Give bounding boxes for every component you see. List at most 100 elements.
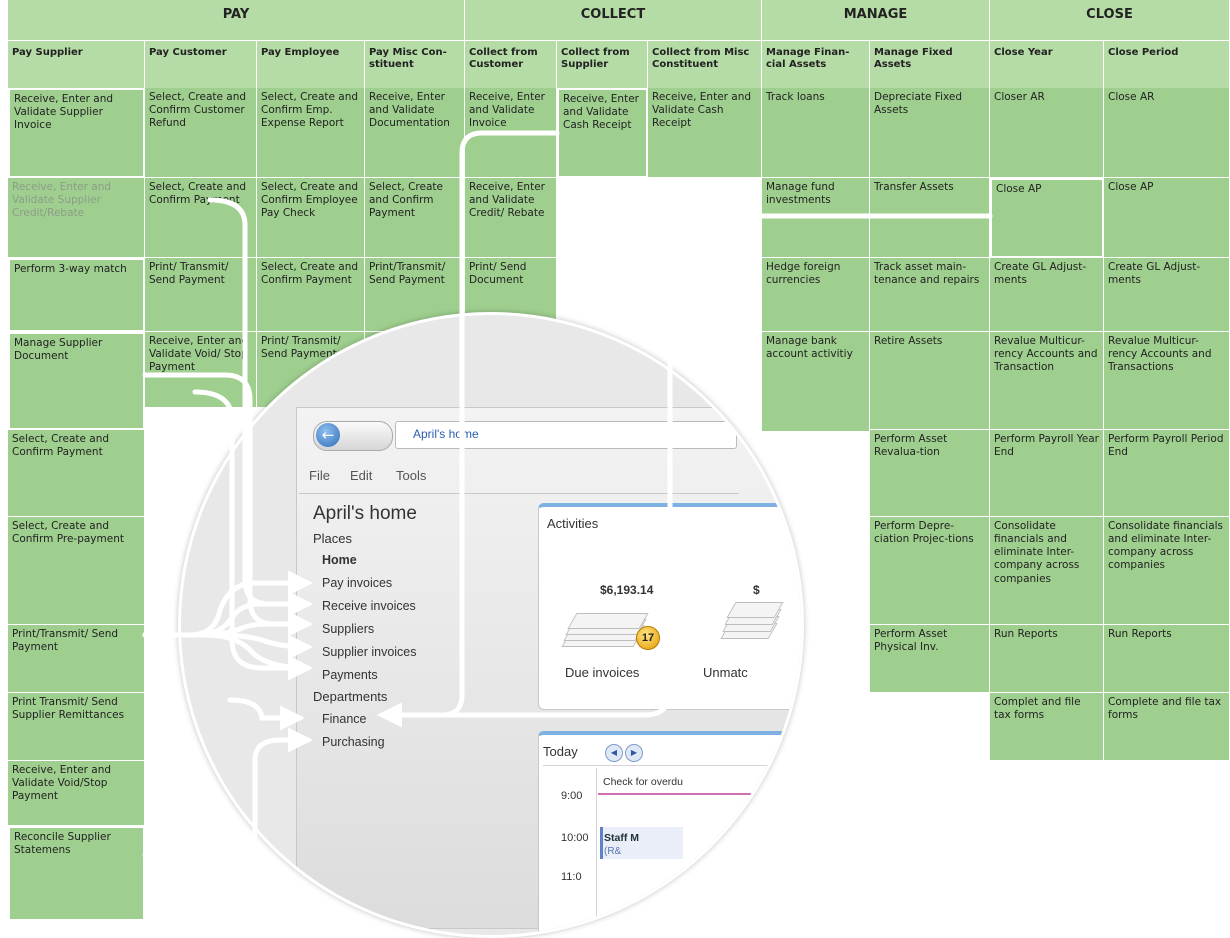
task-cell: Perform Payroll Period End	[1104, 430, 1230, 517]
task-cell: Print/ Transmit/ Send Payment	[145, 258, 257, 332]
connector-arrow	[192, 389, 313, 681]
column-header: Close Period	[1104, 40, 1230, 88]
section-header-manage: MANAGE	[762, 0, 990, 40]
task-cell: Depreciate Fixed Assets	[870, 88, 990, 178]
back-button[interactable]: ←	[313, 421, 393, 451]
task-cell: Retire Assets	[870, 332, 990, 430]
task-cell: Track asset main-tenance and repairs	[870, 258, 990, 332]
nav-heading-places: Places	[313, 531, 353, 546]
menu-divider	[299, 493, 739, 494]
column-header: Manage Finan-cial Assets	[762, 40, 870, 88]
task-cell: Receive, Enter and Validate Credit/ Reba…	[465, 178, 557, 258]
task-cell: Reconcile Supplier Statemens	[8, 826, 145, 921]
connector-arrow	[377, 130, 560, 728]
menu-item-file[interactable]: File	[309, 468, 330, 483]
calendar-divider	[543, 765, 801, 766]
task-cell: Perform Depre-ciation Projec-tions	[870, 517, 990, 625]
nav-item-payments[interactable]: Payments	[322, 668, 378, 682]
second-amount: $	[753, 583, 760, 597]
calendar-event[interactable]: Check for overdu	[603, 776, 683, 788]
task-cell: Close AP	[1104, 178, 1230, 258]
section-header-pay: PAY	[8, 0, 465, 40]
task-cell: Create GL Adjust-ments	[990, 258, 1104, 332]
due-amount: $6,193.14	[600, 583, 654, 597]
task-cell: Select, Create and Confirm Emp. Expense …	[257, 88, 365, 178]
task-cell: Revalue Multicur-rency Accounts and Tran…	[990, 332, 1104, 430]
column-header: Manage Fixed Assets	[870, 40, 990, 88]
connector-arrow	[142, 632, 313, 681]
task-cell: Track loans	[762, 88, 870, 178]
nav-item-receive-invoices[interactable]: Receive invoices	[322, 599, 416, 613]
nav-item-pay-invoices[interactable]: Pay invoices	[322, 576, 393, 590]
task-cell: Consolidate financials and eliminate Int…	[1104, 517, 1230, 625]
column-header: Collect from Supplier	[557, 40, 648, 88]
task-cell: Run Reports	[990, 625, 1104, 693]
column-header: Pay Misc Con-stituent	[365, 40, 465, 88]
calendar-time: 10:00	[561, 832, 589, 844]
calendar-next-icon[interactable]: ▶	[625, 744, 643, 762]
page-title: April's home	[313, 503, 417, 524]
calendar-time-rule	[596, 768, 597, 928]
task-cell: Select, Create and Confirm Payment	[257, 258, 365, 332]
connector-arrow	[207, 197, 313, 617]
task-cell: Perform 3-way match	[8, 258, 145, 332]
section-header-collect: COLLECT	[465, 0, 762, 40]
due-invoices-label[interactable]: Due invoices	[565, 665, 640, 680]
menu-item-edit[interactable]: Edit	[350, 468, 373, 483]
task-cell: Run Reports	[1104, 625, 1230, 693]
connector-arrow	[377, 213, 993, 728]
current-time-line	[598, 793, 801, 795]
task-cell: Select, Create and Confirm Payment	[365, 178, 465, 258]
task-cell: Receive, Enter and Validate Void/Stop Pa…	[8, 761, 145, 826]
task-cell: Select, Create and Confirm Pre-payment	[8, 517, 145, 625]
calendar-time: 11:0	[561, 871, 582, 883]
column-header: Collect from Misc Constituent	[648, 40, 762, 88]
calendar-title: Today	[543, 744, 578, 759]
task-cell: Receive, Enter and Validate Supplier Cre…	[8, 178, 145, 258]
nav-item-home[interactable]: Home	[322, 553, 357, 567]
column-header: Close Year	[990, 40, 1104, 88]
nav-item-supplier-invoices[interactable]: Supplier invoices	[322, 645, 417, 659]
column-header: Collect from Customer	[465, 40, 557, 88]
task-cell: Select, Create and Confirm Payment	[8, 430, 145, 517]
task-cell: Close AR	[1104, 88, 1230, 178]
menu-item-tools[interactable]: Tools	[396, 468, 427, 483]
task-cell: Receive, Enter and Validate Cash Receipt	[557, 88, 648, 178]
task-cell: Revalue Multicur-rency Accounts and Tran…	[1104, 332, 1230, 430]
nav-item-suppliers[interactable]: Suppliers	[322, 622, 375, 636]
task-cell: Select, Create and Confirm Employee Pay …	[257, 178, 365, 258]
column-header: Pay Customer	[145, 40, 257, 88]
task-cell: Complete and file tax forms	[1104, 693, 1230, 761]
nav-item-purchasing[interactable]: Purchasing	[322, 735, 385, 749]
task-cell: Perform Asset Revalua-tion	[870, 430, 990, 517]
task-cell: Perform Asset Physical Inv.	[870, 625, 990, 693]
task-cell: Receive, Enter and Validate Cash Receipt	[648, 88, 762, 178]
calendar-event: Staff M	[604, 832, 639, 844]
connector-arrow	[142, 372, 313, 637]
calendar-prev-icon[interactable]: ◀	[605, 744, 623, 762]
column-header: Pay Employee	[257, 40, 365, 88]
connector-arrow	[142, 727, 313, 858]
task-cell: Hedge foreign currencies	[762, 258, 870, 332]
count-badge: 17	[636, 626, 660, 650]
nav-item-finance[interactable]: Finance	[322, 712, 367, 726]
section-header-close: CLOSE	[990, 0, 1230, 40]
task-cell: Receive, Enter and Validate Supplier Inv…	[8, 88, 145, 178]
calendar-event-detail: (R&	[604, 846, 622, 857]
task-cell: Consolidate financials and eliminate Int…	[990, 517, 1104, 625]
task-cell: Manage Supplier Document	[8, 332, 145, 430]
back-arrow-icon: ←	[316, 423, 340, 447]
address-bar[interactable]	[395, 421, 737, 449]
connector-arrow	[227, 697, 305, 731]
column-header: Pay Supplier	[8, 40, 145, 88]
task-cell: Create GL Adjust-ments	[1104, 258, 1230, 332]
staff-event-block[interactable]	[600, 827, 683, 859]
nav-heading-departments: Departments	[313, 689, 388, 704]
task-cell: Complet and file tax forms	[990, 693, 1104, 761]
task-cell: Print/Transmit/ Send Payment	[8, 625, 145, 693]
unmatched-label[interactable]: Unmatc	[703, 665, 748, 680]
calendar-time: 9:00	[561, 790, 583, 802]
task-cell: Print Transmit/ Send Supplier Remittance…	[8, 693, 145, 761]
task-cell: Receive, Enter and Validate Documentatio…	[365, 88, 465, 178]
